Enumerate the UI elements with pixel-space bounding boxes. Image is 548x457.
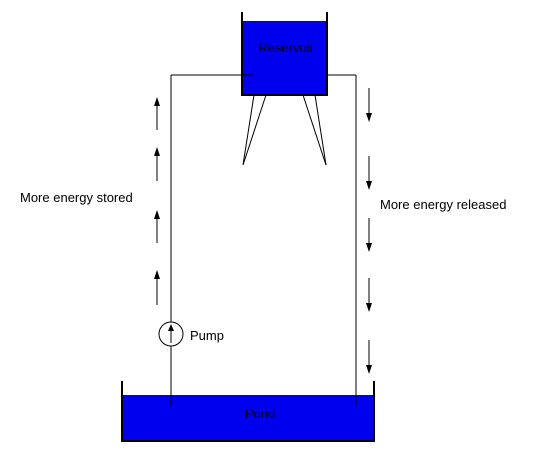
leg xyxy=(242,94,267,166)
down-arrows xyxy=(366,88,372,374)
leg xyxy=(314,94,327,166)
arrow-up-icon xyxy=(154,210,160,243)
pump-label: Pump xyxy=(190,328,224,343)
reservoir-label: Reservoir xyxy=(258,40,314,55)
arrow-up-icon xyxy=(154,97,160,130)
arrow-down-icon xyxy=(366,156,372,190)
arrow-down-icon xyxy=(366,88,372,122)
reservoir-water xyxy=(242,21,327,95)
pond-walls xyxy=(121,381,375,442)
uphill-pipe xyxy=(170,74,254,405)
leg xyxy=(242,94,255,166)
released-energy-caption: More energy released xyxy=(380,197,506,212)
pond: Pond xyxy=(121,381,375,442)
arrow-up-icon xyxy=(154,147,160,181)
arrow-down-icon xyxy=(366,278,372,312)
reservoir-legs xyxy=(242,94,327,166)
pump-arrow-head xyxy=(168,324,174,331)
pump-icon xyxy=(158,321,184,347)
up-arrows xyxy=(154,97,160,305)
downhill-pipe xyxy=(327,74,357,405)
reservoir: Reservoir xyxy=(241,12,328,96)
arrow-up-icon xyxy=(154,270,160,305)
stored-energy-caption: More energy stored xyxy=(20,190,133,205)
arrow-down-icon xyxy=(366,218,372,252)
pond-water xyxy=(122,395,374,441)
leg xyxy=(302,94,327,166)
reservoir-walls xyxy=(241,12,328,96)
pond-label: Pond xyxy=(245,406,275,421)
arrow-down-icon xyxy=(366,340,372,374)
